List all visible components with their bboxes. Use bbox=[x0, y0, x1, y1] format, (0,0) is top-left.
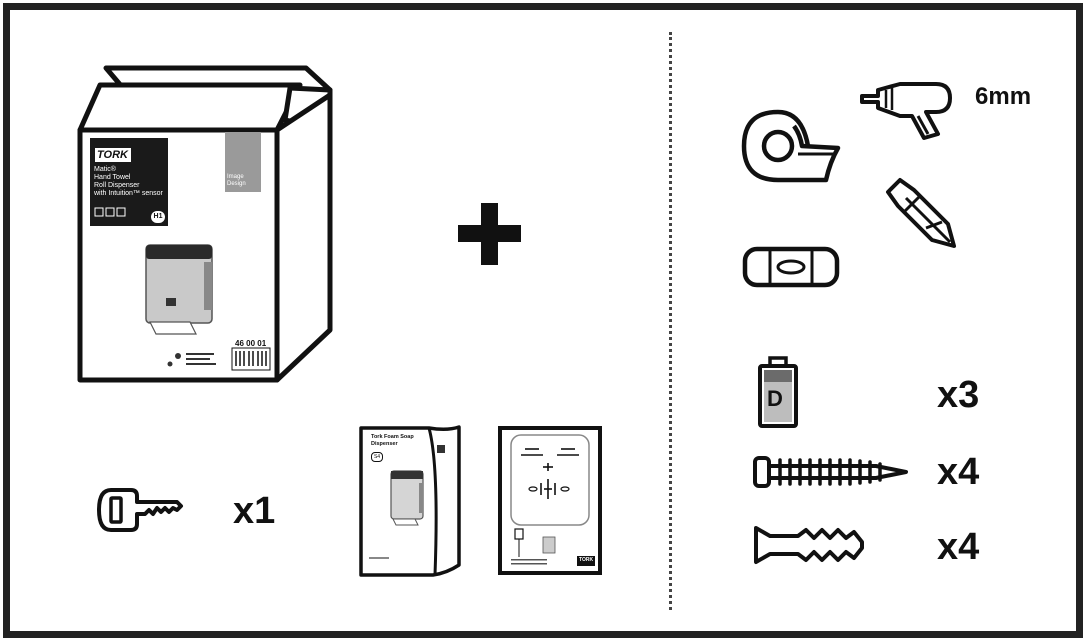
battery-quantity: x3 bbox=[937, 374, 980, 416]
plus-icon bbox=[458, 203, 521, 265]
mounting-template bbox=[498, 426, 602, 575]
manual-badge: S4 bbox=[371, 452, 383, 462]
box-product-line-3: Roll Dispenser bbox=[94, 182, 140, 189]
template-brand: TORK bbox=[579, 557, 594, 563]
screw-quantity: x4 bbox=[937, 451, 980, 493]
tape-icon bbox=[741, 109, 841, 183]
key-icon bbox=[97, 488, 183, 532]
screwdriver-icon bbox=[886, 178, 956, 248]
box-side-label-1: Image bbox=[227, 174, 244, 180]
box-product-line-1: Matic® bbox=[94, 166, 116, 173]
battery-icon bbox=[758, 356, 798, 428]
wall-plug-icon bbox=[754, 526, 864, 564]
manual-title-line-2: Dispenser bbox=[371, 441, 398, 447]
manual-title-line-1: Tork Foam Soap bbox=[371, 434, 414, 440]
spirit-level-icon bbox=[742, 246, 840, 288]
box-badge: H1 bbox=[151, 211, 165, 223]
drill-icon bbox=[860, 82, 952, 140]
drill-bit-size: 6mm bbox=[975, 83, 1032, 110]
screw-icon bbox=[753, 456, 908, 488]
battery-letter: D bbox=[767, 386, 783, 411]
instruction-manual bbox=[359, 425, 461, 577]
box-product-line-4: with Intuition™ sensor bbox=[94, 190, 163, 197]
key-quantity: x1 bbox=[233, 490, 276, 532]
box-product-line-2: Hand Towel bbox=[94, 174, 131, 181]
box-article-number: 46 00 01 bbox=[235, 339, 267, 348]
box-brand: TORK bbox=[97, 149, 128, 161]
box-side-label-2: Design bbox=[227, 181, 246, 187]
section-divider bbox=[669, 32, 672, 610]
wall-plug-quantity: x4 bbox=[937, 526, 980, 568]
